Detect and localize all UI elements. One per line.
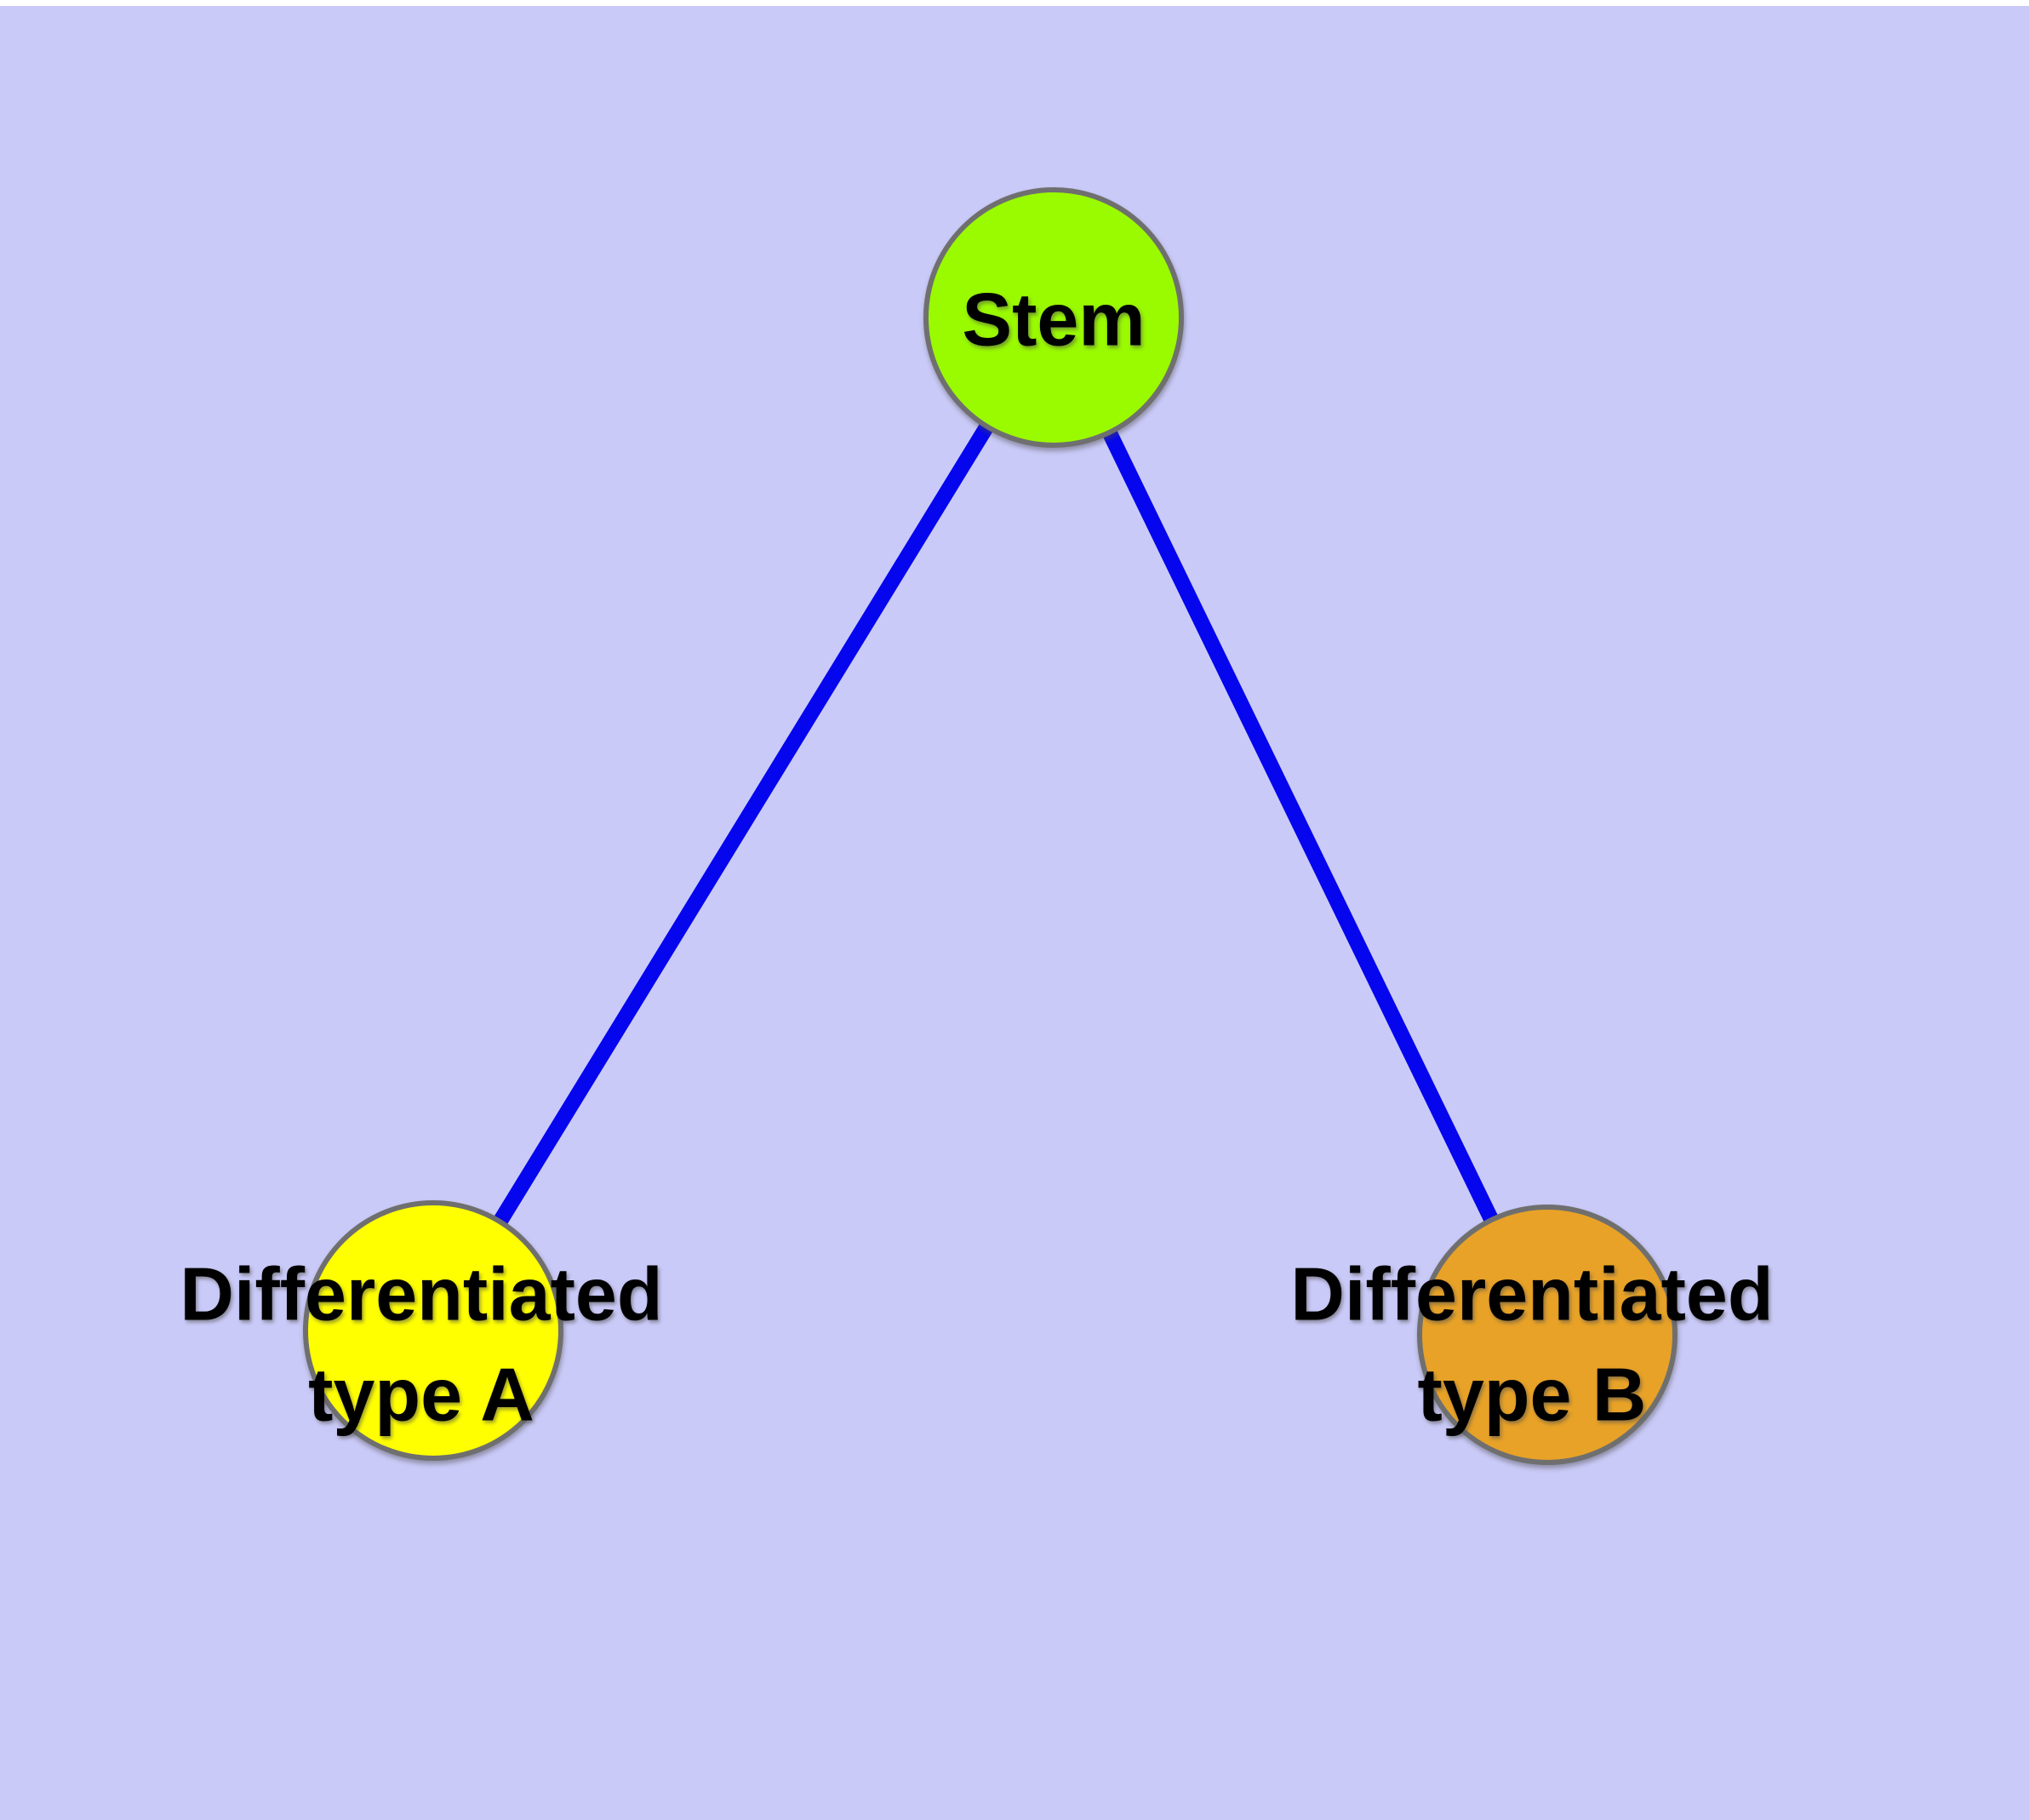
node-type-b-label-line1: Differentiated	[1290, 1252, 1773, 1336]
node-type-a-label-line2: type A	[308, 1353, 534, 1437]
node-stem-circle	[923, 187, 1184, 448]
node-type-b-circle	[1417, 1205, 1677, 1465]
node-type-b-label-line2: type B	[1418, 1353, 1647, 1437]
node-type-a-circle	[303, 1200, 563, 1461]
node-type-a-label-line1: Differentiated	[180, 1252, 662, 1336]
edge-stem-to-type-b	[1046, 314, 1555, 1338]
edge-stem-to-type-a	[426, 313, 1060, 1335]
node-stem-label: Stem	[962, 278, 1145, 362]
